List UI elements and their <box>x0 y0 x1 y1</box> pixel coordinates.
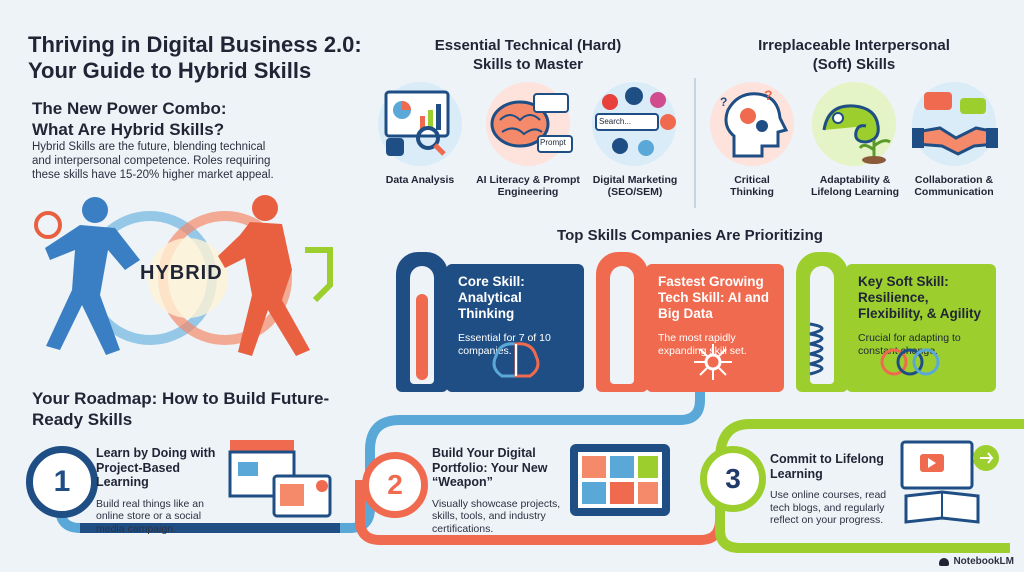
network-node-icon <box>694 344 732 380</box>
step-2-text: Build Your Digital Portfolio: Your New “… <box>432 446 562 535</box>
soft-skill-label: Adaptability & Lifelong Learning <box>810 174 900 198</box>
brand-badge: NotebookLM <box>939 556 1014 567</box>
svg-text:?: ? <box>720 95 727 109</box>
step-2-badge: 2 <box>362 452 428 518</box>
card-body: The most rapidly expanding skill set. <box>658 332 747 357</box>
hybrid-label: HYBRID <box>140 262 223 284</box>
card-resilience: Key Soft Skill: Resilience, Flexibility,… <box>846 264 996 392</box>
card-analytical-thinking: Core Skill: Analytical Thinking Essentia… <box>446 264 584 392</box>
hard-skill-label: AI Literacy & Prompt Engineering <box>476 174 580 198</box>
hybrid-figures-illustration <box>34 195 333 356</box>
card-title: Key Soft Skill: Resilience, Flexibility,… <box>858 274 982 321</box>
hard-skills-heading: Essential Technical (Hard) Skills to Mas… <box>434 37 622 73</box>
card-title: Fastest Growing Tech Skill: AI and Big D… <box>658 274 770 321</box>
brand-name: NotebookLM <box>953 556 1014 567</box>
prompt-tag: Prompt <box>540 138 566 147</box>
step-title: Build Your Digital Portfolio: Your New “… <box>432 446 548 489</box>
hard-skill-label: Data Analysis <box>385 174 455 186</box>
soft-skill-label: Critical Thinking <box>730 174 774 198</box>
step-3-badge: 3 <box>700 446 766 512</box>
hard-skill-digital-marketing: Search... <box>584 82 684 182</box>
brain-chip-icon <box>492 342 540 378</box>
hard-skill-label: Digital Marketing (SEO/SEM) <box>592 174 678 198</box>
soft-skill-label: Collaboration & Communication <box>914 174 994 198</box>
step-3-text: Commit to Lifelong Learning Use online c… <box>770 452 900 527</box>
soft-skill-adaptability <box>806 82 902 178</box>
loops-icon <box>880 348 940 376</box>
portfolio-tablet-icon <box>570 444 670 516</box>
step-1-text: Learn by Doing with Project-Based Learni… <box>96 446 226 535</box>
search-tag: Search... <box>599 117 632 126</box>
handshake-icon <box>912 92 998 156</box>
page-title: Thriving in Digital Business 2.0: Your G… <box>28 32 362 83</box>
soft-skill-critical-thinking: ? ? <box>704 82 800 178</box>
thermometer-analytical <box>396 252 448 392</box>
card-title: Core Skill: Analytical Thinking <box>458 274 525 321</box>
thermometer-ai <box>596 252 648 392</box>
social-search-icon <box>595 87 676 156</box>
step-body: Use online courses, read tech blogs, and… <box>770 489 887 526</box>
intro-heading: The New Power Combo: What Are Hybrid Ski… <box>32 99 227 139</box>
step-title: Learn by Doing with Project-Based Learni… <box>96 446 216 489</box>
storefront-icon <box>228 440 332 518</box>
video-book-icon <box>900 440 999 524</box>
svg-text:?: ? <box>764 87 773 103</box>
soft-skills-heading: Irreplaceable Interpersonal (Soft) Skill… <box>758 37 950 73</box>
step-number: 1 <box>53 465 71 498</box>
hard-skill-ai-literacy: Prompt <box>478 82 578 182</box>
section-divider <box>694 78 696 208</box>
step-number: 2 <box>387 469 403 500</box>
data-analysis-icon <box>384 90 450 156</box>
step-number: 3 <box>725 463 741 494</box>
step-body: Build real things like an online store o… <box>96 497 204 535</box>
step-body: Visually showcase projects, skills, tool… <box>432 497 561 535</box>
step-1-badge: 1 <box>26 446 98 518</box>
thermometer-resilience <box>796 252 848 392</box>
head-gears-icon: ? ? <box>720 87 789 158</box>
spring-coil-icon <box>809 322 824 376</box>
intro-body: Hybrid Skills are the future, blending t… <box>32 141 274 181</box>
hard-skill-data-analysis <box>370 82 470 182</box>
card-ai-big-data: Fastest Growing Tech Skill: AI and Big D… <box>646 264 784 392</box>
thermometer-fill <box>416 294 428 380</box>
top-skills-heading: Top Skills Companies Are Prioritizing <box>557 227 823 244</box>
ai-brain-icon <box>490 93 573 153</box>
soft-skill-collaboration <box>906 82 1002 178</box>
roadmap-heading: Your Roadmap: How to Build Future-Ready … <box>32 389 330 429</box>
notebooklm-logo-icon <box>939 557 950 566</box>
step-title: Commit to Lifelong Learning <box>770 452 884 481</box>
chameleon-icon <box>822 104 891 164</box>
